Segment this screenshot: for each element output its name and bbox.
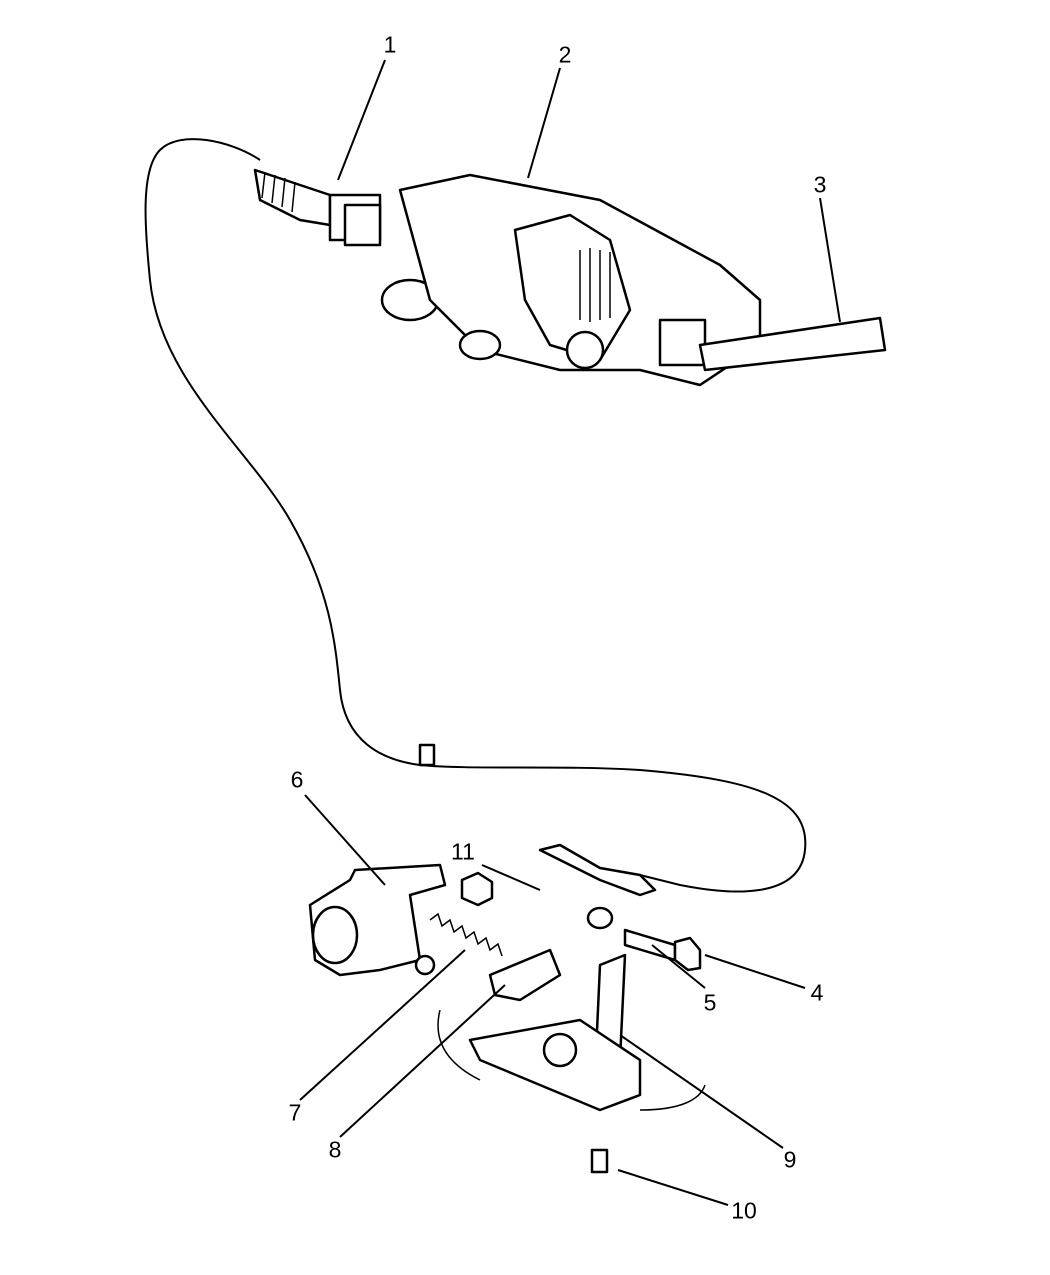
part-11-nut (460, 871, 494, 907)
part-1-cable-boot (253, 168, 332, 227)
cable-end-fitting (538, 843, 657, 897)
part-3-cable (698, 316, 887, 372)
callout-5: 5 (703, 989, 717, 1016)
callout-4: 4 (810, 979, 824, 1006)
part-4-bolt (623, 928, 677, 962)
callout-9: 9 (783, 1146, 797, 1173)
part-5-washer (586, 906, 614, 930)
callout-7: 7 (288, 1099, 302, 1126)
callout-2: 2 (558, 41, 572, 68)
part-10-screw (590, 1148, 609, 1174)
callout-3: 3 (813, 171, 827, 198)
leader-lines (299, 59, 841, 1206)
callout-10: 10 (731, 1197, 757, 1224)
part-8-lever (488, 948, 562, 1002)
callout-1: 1 (383, 31, 397, 58)
callout-8: 8 (328, 1136, 342, 1163)
cable-clip (418, 743, 436, 767)
part-7-spring (429, 912, 503, 957)
callout-6: 6 (290, 766, 304, 793)
shift-interlock-cable (144, 138, 807, 893)
callout-11: 11 (451, 838, 475, 865)
